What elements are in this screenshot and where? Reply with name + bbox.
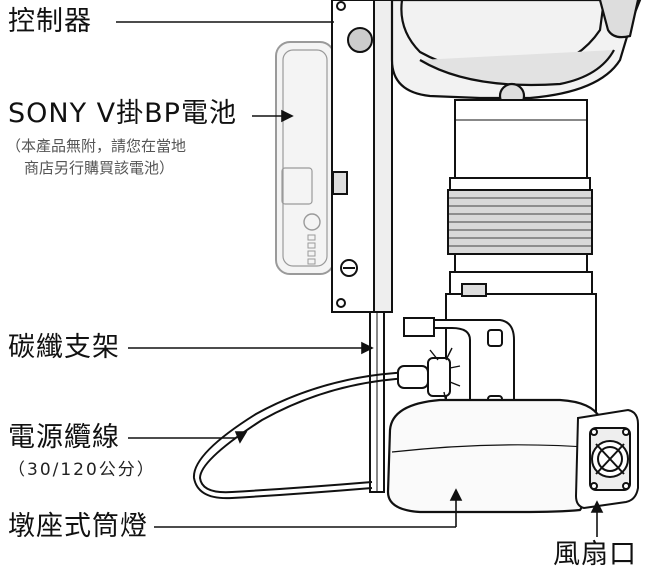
fan-port	[574, 408, 639, 510]
controller-plate	[331, 0, 393, 313]
label-power-cable: 電源纜線	[8, 422, 120, 453]
v-mount-battery	[275, 41, 335, 275]
lens	[445, 99, 597, 413]
label-carbon-bracket: 碳纖支架	[8, 332, 120, 363]
label-fan-port: 風扇口	[553, 539, 637, 570]
label-battery-note-2: 商店另行購買該電池）	[24, 159, 175, 177]
power-cable	[192, 347, 461, 500]
label-cable-lengths: （30/120公分）	[8, 460, 156, 480]
label-controller: 控制器	[8, 6, 92, 37]
leader-lines	[116, 21, 604, 537]
dock-housing	[386, 398, 602, 514]
label-dock-housing: 墩座式筒燈	[8, 511, 148, 542]
label-battery-note-1: （本產品無附，請您在當地	[6, 137, 187, 155]
camera-body	[390, 0, 642, 110]
carbon-rod	[369, 311, 385, 493]
label-battery: SONY V掛BP電池	[8, 98, 237, 129]
